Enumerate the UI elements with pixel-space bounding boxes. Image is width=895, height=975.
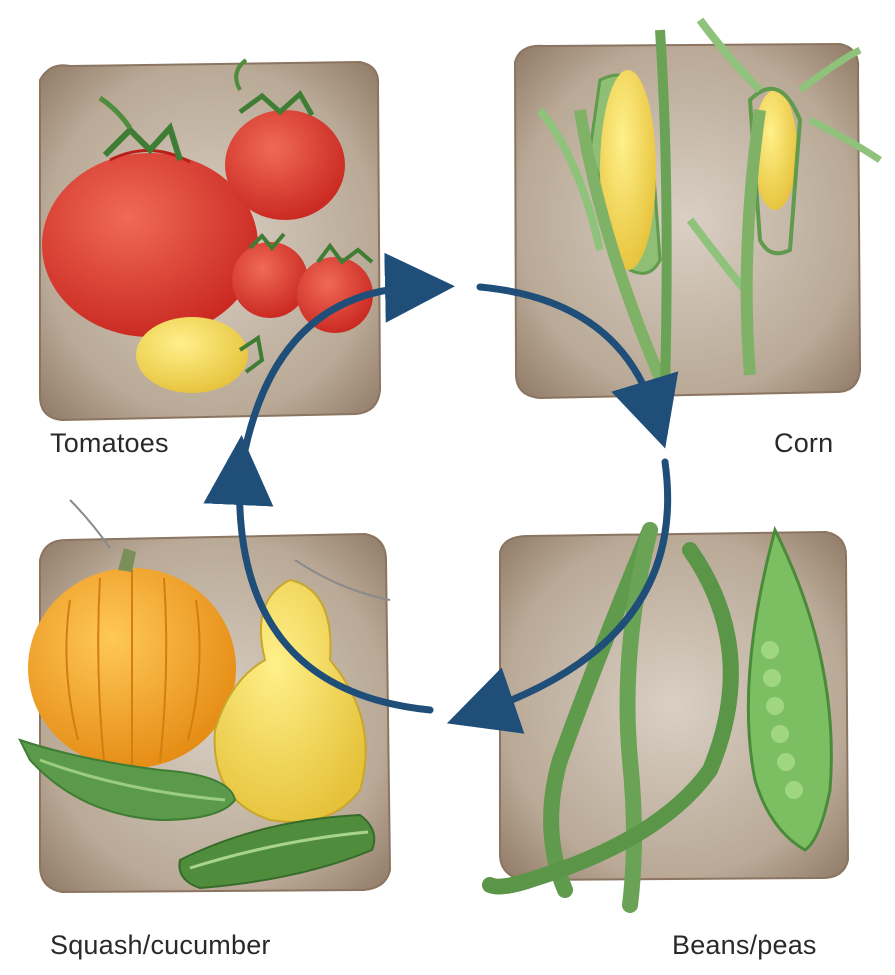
corn-tile [515,20,880,398]
label-squash-cucumber: Squash/cucumber [50,930,271,961]
squash-cucumber-tile [20,500,390,892]
tomatoes-tile [40,60,380,420]
label-beans-peas: Beans/peas [672,930,817,961]
soil-patch [515,44,860,398]
label-corn: Corn [774,428,833,459]
label-tomatoes: Tomatoes [50,428,169,459]
beans-peas-tile [490,530,848,905]
